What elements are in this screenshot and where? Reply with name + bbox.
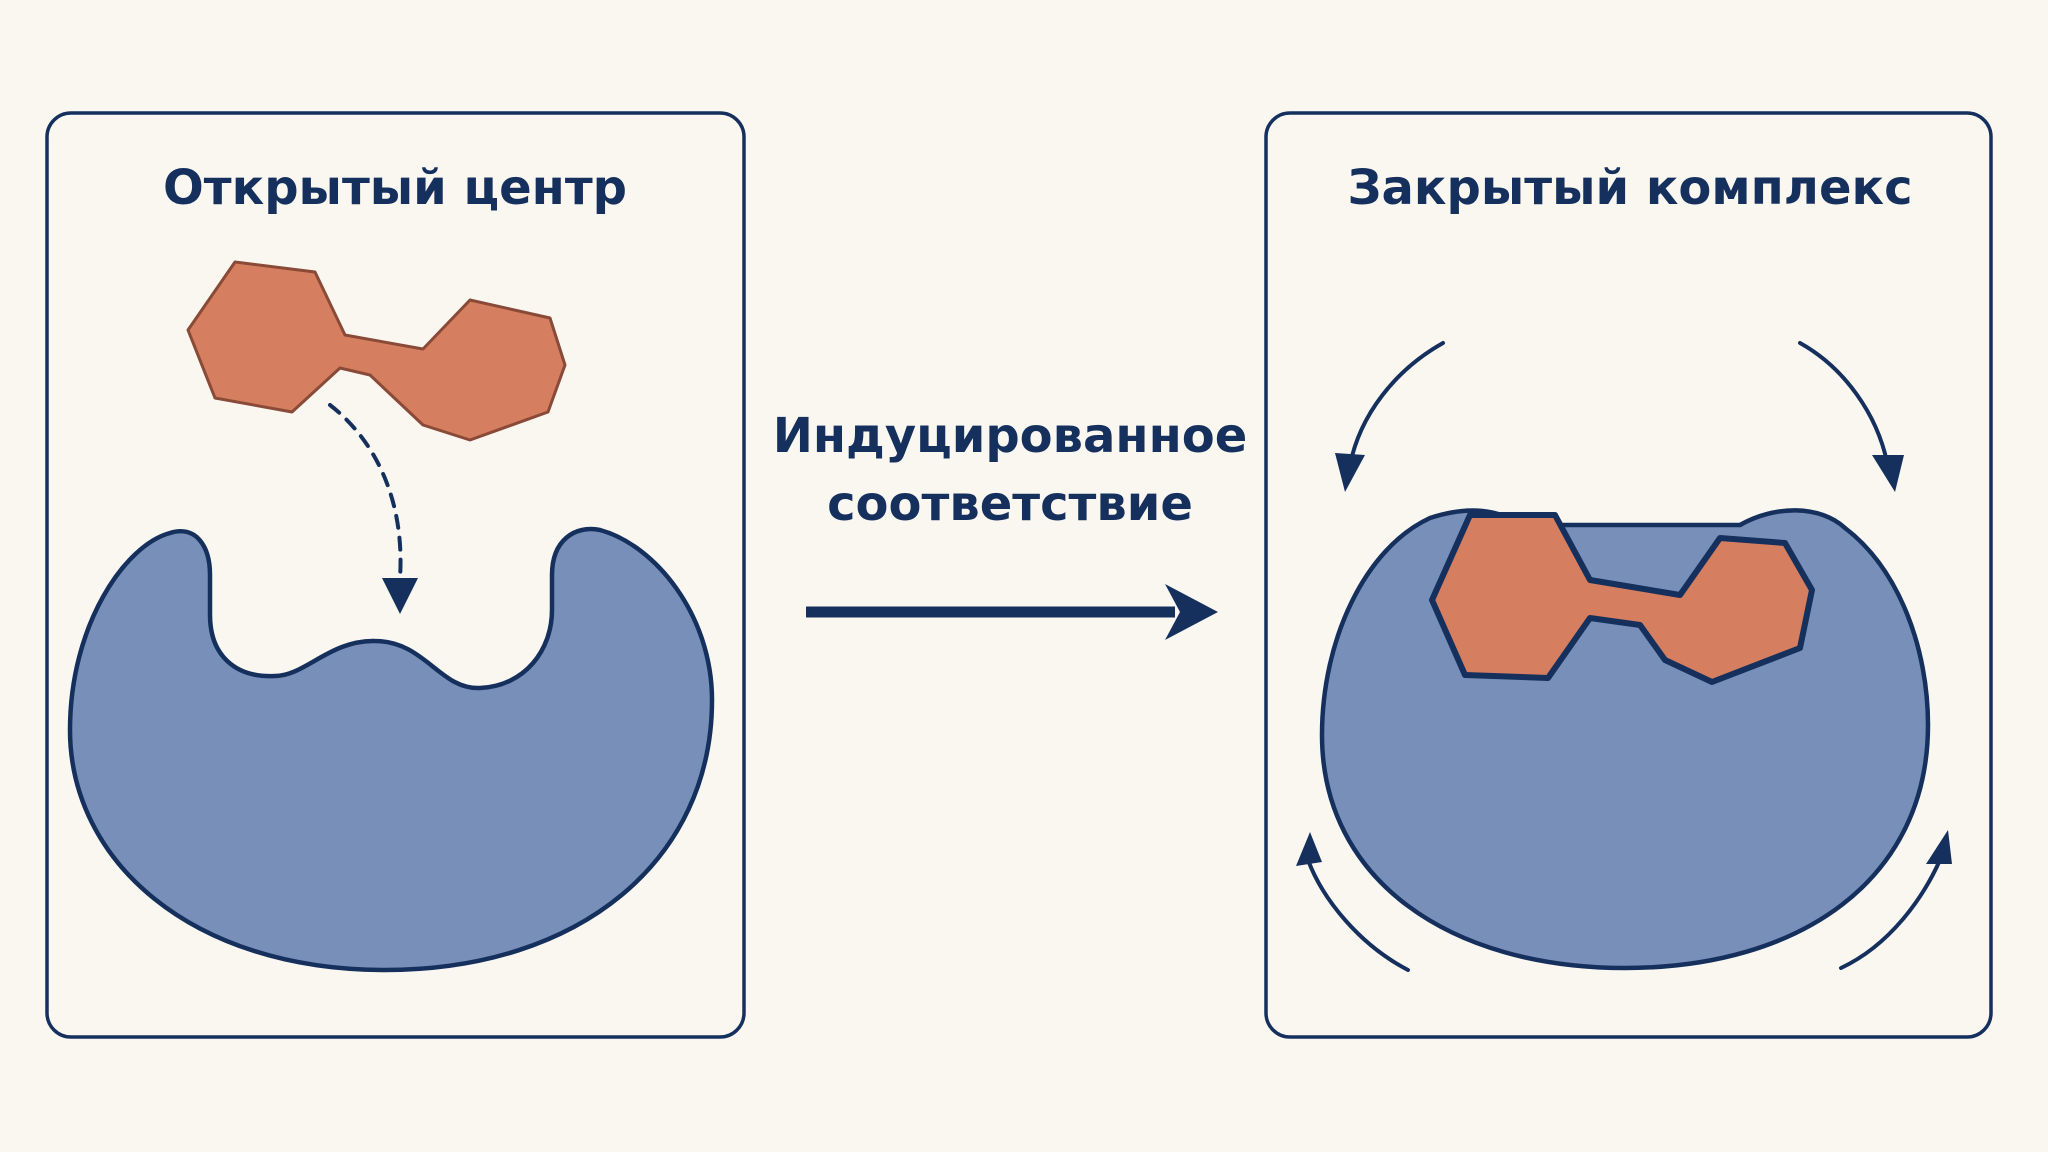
right-panel-title: Закрытый комплекс: [1347, 160, 1912, 216]
transition-label-line1: Индуцированное: [773, 408, 1248, 464]
arrow-top-right: [1798, 341, 1889, 464]
left-panel: Открытый центр: [45, 111, 746, 1039]
closure-arrows: [1296, 341, 1952, 972]
binding-path-arrowhead-icon: [382, 578, 418, 614]
arrow-top-left: [1348, 341, 1445, 467]
transition-label-line2: соответствие: [827, 476, 1193, 532]
free-ligand-shape: [186, 260, 567, 442]
arrow-bottom-left-head-icon: [1296, 832, 1322, 866]
left-panel-title: Открытый центр: [163, 160, 627, 216]
bound-ligand: [1429, 512, 1815, 685]
bound-ligand-shape: [1429, 512, 1815, 685]
transition: Индуцированное соответствие: [773, 408, 1248, 640]
enzyme-closed: [1319, 508, 1931, 971]
free-ligand: [186, 260, 567, 442]
arrow-bottom-left: [1306, 858, 1410, 972]
arrow-bottom-right-head-icon: [1926, 830, 1952, 864]
arrow-top-left-head-icon: [1335, 453, 1365, 492]
arrow-top-right-head-icon: [1872, 455, 1904, 492]
enzyme-open: [67, 526, 715, 973]
right-panel: Закрытый комплекс: [1264, 111, 1993, 1039]
binding-path-dashed: [328, 403, 403, 580]
arrow-bottom-right: [1839, 858, 1942, 970]
transition-arrowhead-icon: [1165, 584, 1218, 640]
